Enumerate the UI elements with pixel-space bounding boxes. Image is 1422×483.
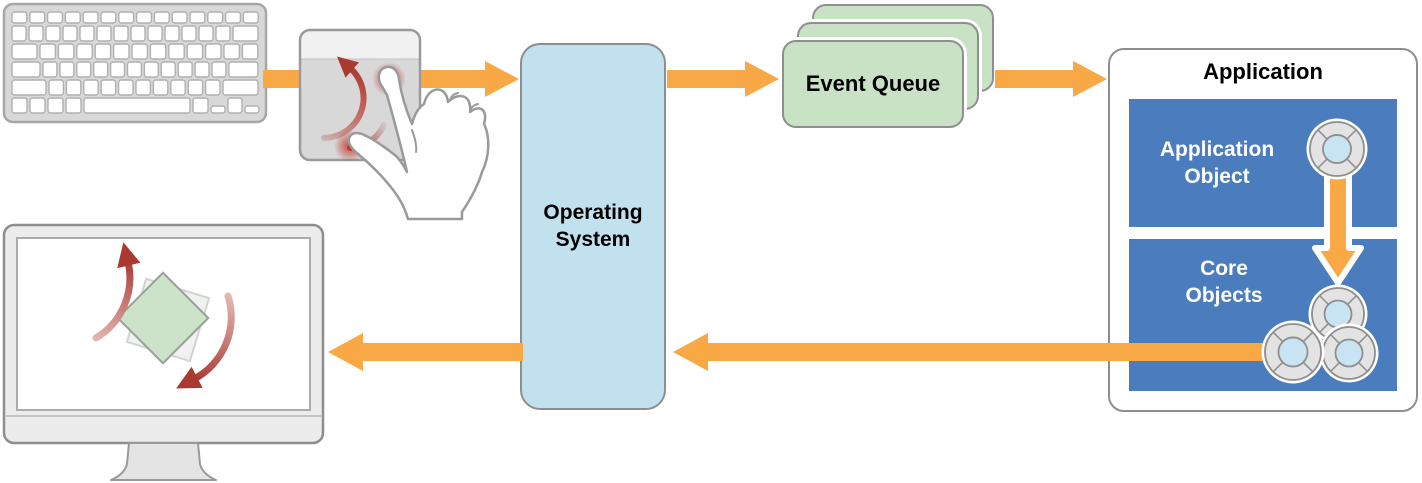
application-object-node: Application Object — [1129, 99, 1397, 227]
trackpad-icon — [298, 28, 422, 162]
core-objects-label: Objects — [1185, 284, 1263, 308]
operating-system-label: Operating — [543, 200, 643, 224]
application-node: Application Application Object Core Obje… — [1108, 48, 1418, 412]
flow-arrow-os-to-display — [328, 333, 523, 371]
event-queue-label: Event Queue — [805, 71, 941, 96]
event-queue-node: Event Queue — [782, 40, 964, 128]
display-icon — [2, 223, 325, 481]
flow-arrow-input-to-os — [263, 61, 519, 97]
two-finger-rotate-gesture-icon — [321, 56, 406, 162]
core-objects-node: Core Objects — [1129, 239, 1397, 391]
flow-arrow-queue-to-app — [995, 61, 1107, 97]
application-label: Application — [1203, 59, 1323, 84]
application-object-label: Application — [1159, 137, 1275, 161]
rotation-arrows-icon — [92, 242, 235, 389]
application-object-label: Object — [1184, 165, 1250, 188]
rotated-square-icon — [116, 271, 211, 365]
core-objects-label: Core — [1200, 257, 1248, 280]
hand-icon — [347, 65, 490, 221]
operating-system-node: Operating System — [520, 43, 666, 410]
keyboard-icon — [2, 2, 268, 124]
flow-arrow-os-to-queue — [667, 61, 779, 97]
operating-system-label: System — [555, 227, 631, 251]
